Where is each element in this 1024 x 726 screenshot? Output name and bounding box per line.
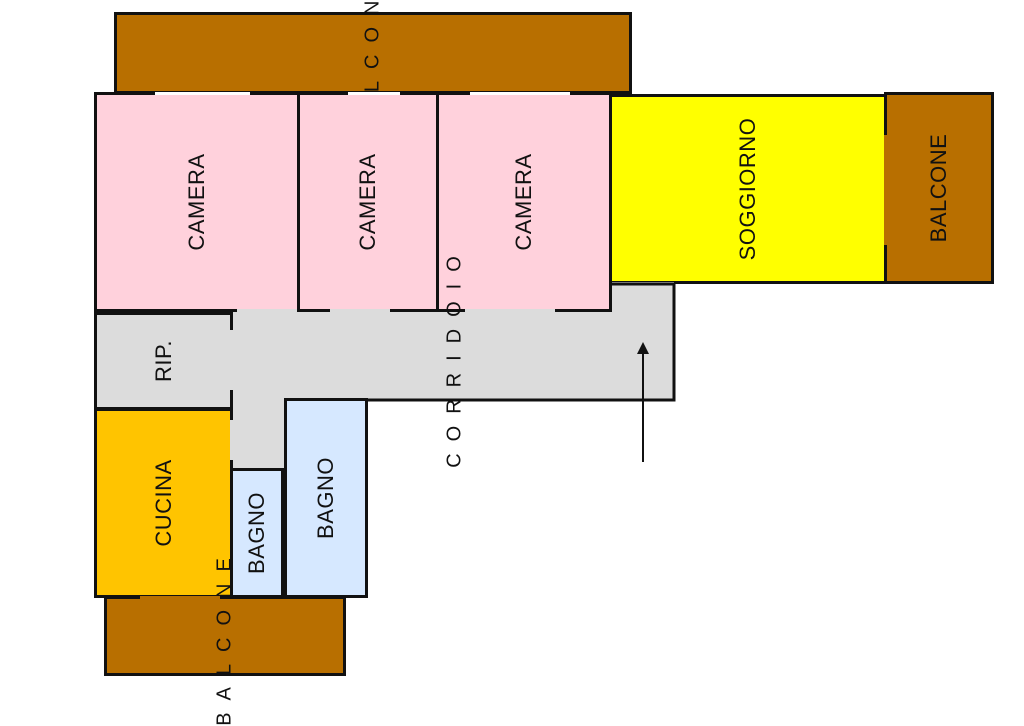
door-gap [237,309,297,312]
room-camera-2: CAMERA [297,92,439,312]
room-corridoio: CORRIDOIO [300,244,610,468]
door-gap [230,330,233,390]
room-label: BAGNO [244,492,269,574]
door-gap [348,92,400,95]
door-gap [884,135,887,245]
room-label: CAMERA [355,153,380,251]
door-gap [470,92,570,95]
room-label: CAMERA [184,153,209,251]
room-label: RIP. [150,340,176,382]
room-label: SOGGIORNO [735,117,760,261]
room-label: BALCONE [213,546,236,726]
room-camera-3: CAMERA [436,92,612,312]
room-balcone-bottom: BALCONE [104,546,346,726]
room-cucina: CUCINA [94,408,233,598]
room-bagno-2: BAGNO [284,398,368,598]
room-label: CAMERA [511,153,536,251]
door-gap [140,596,220,599]
room-ripostiglio: RIP. [94,312,233,410]
room-balcone-right: BALCONE [884,92,994,284]
arrow-head [637,342,649,354]
room-bagno-1: BAGNO [230,468,284,598]
door-gap [330,309,390,312]
room-balcone-top: BALCONE [114,0,632,143]
room-label: BAGNO [313,457,338,539]
room-soggiorno: SOGGIORNO [609,94,887,284]
door-gap [465,309,555,312]
door-gap [230,420,233,460]
floor-plan: BALCONE CAMERA CAMERA CAMERA SOGGIORNO B… [94,0,994,726]
door-gap [155,92,250,95]
room-label: BALCONE [926,133,951,243]
room-camera-1: CAMERA [94,92,300,312]
room-label: CORRIDOIO [443,244,466,468]
room-label: CUCINA [150,459,176,547]
